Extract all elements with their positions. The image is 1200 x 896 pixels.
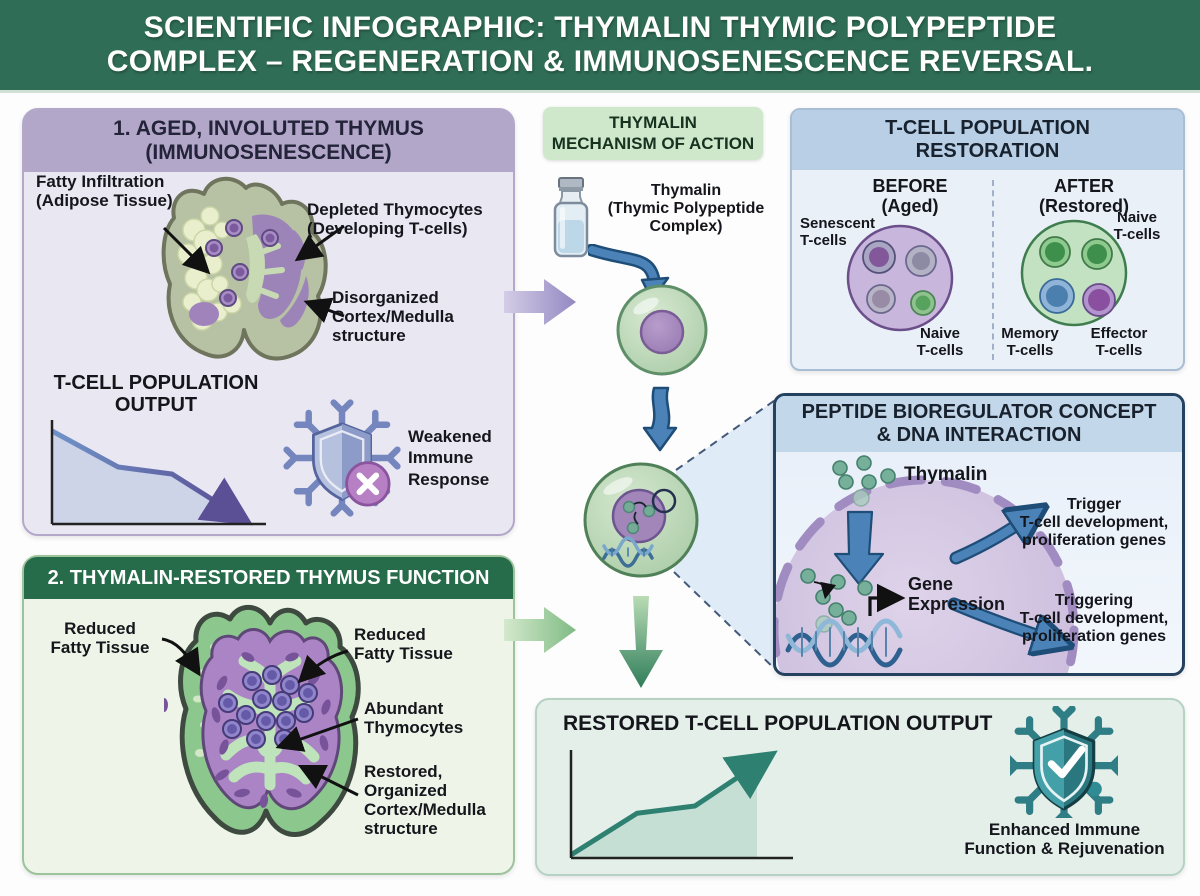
label-enhanced-immune: Enhanced Immune Function & Rejuvenation [964, 820, 1165, 859]
header-banner: SCIENTIFIC INFOGRAPHIC: THYMALIN THYMIC … [0, 0, 1200, 93]
panel-peptide-bioregulator: PEPTIDE BIOREGULATOR CONCEPT & DNA INTER… [773, 393, 1185, 676]
label-gene-expression: Gene Expression [908, 574, 1006, 615]
shield-check-virus-icon [1010, 706, 1118, 818]
panel-tcell-restoration: T-CELL POPULATION RESTORATION BEFORE (Ag… [790, 108, 1185, 371]
medicine-vial-icon [553, 177, 589, 258]
panel-aged-thymus: 1. AGED, INVOLUTED THYMUS (IMMUNOSENESCE… [22, 108, 515, 536]
label-naive-tcells-after: Naive T-cells [1113, 209, 1161, 243]
label-trigger-genes: Trigger T-cell development, proliferatio… [1019, 496, 1169, 549]
label-abundant-thymocytes: Abundant Thymocytes [364, 699, 464, 738]
label-senescent-tcells: Senescent T-cells [800, 215, 876, 249]
zoom-lens-dashed-lines [673, 397, 779, 673]
vial-label: Thymalin (Thymic Polypeptide Complex) [607, 182, 765, 235]
label-restored-structure: Restored, Organized Cortex/Medulla struc… [364, 762, 486, 839]
label-effector-tcells: Effector T-cells [1090, 325, 1148, 359]
before-title: BEFORE (Aged) [872, 176, 948, 217]
mechanism-title: THYMALIN MECHANISM OF ACTION [551, 113, 755, 153]
label-thymalin-dots: Thymalin [904, 464, 988, 485]
declining-chart-title: T-CELL POPULATION OUTPUT [53, 372, 259, 417]
after-tcell-circle [1020, 219, 1128, 327]
before-after-divider [992, 180, 994, 360]
bioregulator-title: PEPTIDE BIOREGULATOR CONCEPT & DNA INTER… [776, 396, 1182, 452]
mechanism-title-box: THYMALIN MECHANISM OF ACTION [543, 107, 763, 160]
before-tcell-circle [846, 224, 954, 332]
label-weakened-immune: Weakened Immune Response [408, 427, 492, 489]
cell-with-nucleus-illustration [616, 284, 708, 376]
restored-output-title: RESTORED T-CELL POPULATION OUTPUT [563, 712, 993, 735]
panel-restored-output: RESTORED T-CELL POPULATION OUTPUT [535, 698, 1185, 876]
tcell-panel-title: T-CELL POPULATION RESTORATION [792, 110, 1183, 170]
label-fatty-infiltration: Fatty Infiltration (Adipose Tissue) [36, 172, 173, 211]
panel-aged-title: 1. AGED, INVOLUTED THYMUS (IMMUNOSENESCE… [24, 110, 513, 172]
aged-pointer-arrows [162, 224, 345, 323]
arrow-down-blue-icon [642, 386, 678, 452]
panel-restored-title: 2. THYMALIN-RESTORED THYMUS FUNCTION [24, 557, 513, 599]
after-title: AFTER (Restored) [1038, 176, 1129, 217]
panel-restored-thymus: 2. THYMALIN-RESTORED THYMUS FUNCTION [22, 555, 515, 875]
label-disorganized-structure: Disorganized Cortex/Medulla structure [332, 288, 454, 346]
page-title: SCIENTIFIC INFOGRAPHIC: THYMALIN THYMIC … [106, 11, 1094, 78]
label-reduced-fatty-left: Reduced Fatty Tissue [50, 619, 150, 658]
arrow-right-green-icon [504, 607, 576, 653]
label-depleted-thymocytes: Depleted Thymocytes (Developing T-cells) [307, 200, 483, 239]
label-reduced-fatty-right: Reduced Fatty Tissue [354, 625, 453, 664]
shield-x-virus-icon [283, 399, 401, 517]
label-naive-tcells-before: Naive T-cells [916, 325, 964, 359]
cell-with-dna-illustration [583, 462, 699, 578]
arrow-right-purple-icon [504, 279, 576, 325]
tcell-output-rising-chart [569, 750, 793, 860]
tcell-output-declining-chart [50, 420, 266, 526]
arrow-down-green-icon [619, 596, 663, 688]
restored-pointer-arrows [161, 637, 359, 797]
label-memory-tcells: Memory T-cells [1001, 325, 1059, 359]
label-triggering-genes: Triggering T-cell development, prolifera… [1019, 592, 1169, 645]
bioregulator-diagram [776, 455, 1182, 673]
